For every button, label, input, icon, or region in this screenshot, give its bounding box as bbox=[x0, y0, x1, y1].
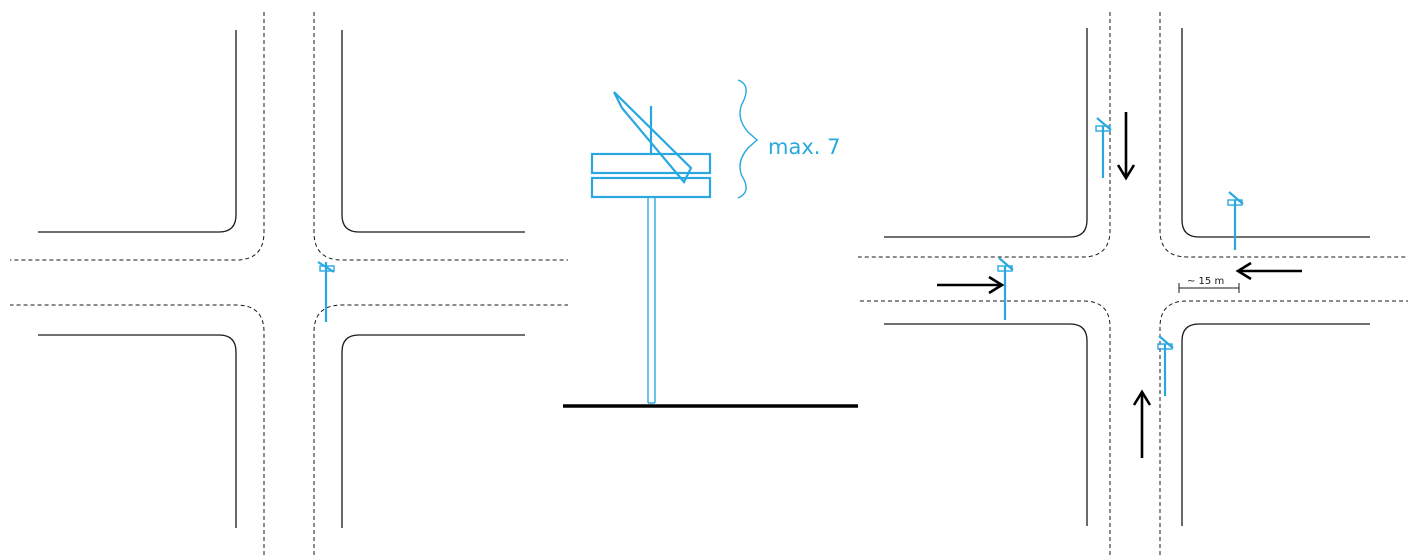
signpost-east-icon bbox=[1227, 191, 1244, 250]
arrow-down-icon bbox=[1116, 112, 1136, 181]
arrow-right-icon bbox=[937, 275, 1005, 295]
direction-sign-angled bbox=[613, 91, 693, 184]
road-edge-se bbox=[341, 334, 525, 528]
lane-line-sw-right bbox=[858, 300, 1111, 555]
road-edge-se-right bbox=[1181, 323, 1370, 526]
signpost-icon bbox=[317, 261, 335, 322]
right-road-edges bbox=[884, 28, 1370, 526]
lane-line-se-right bbox=[1159, 300, 1408, 555]
lane-line-se bbox=[313, 304, 568, 555]
left-lane-markings bbox=[10, 12, 568, 555]
direction-sign-lower bbox=[590, 176, 712, 199]
lane-line-ne bbox=[313, 12, 568, 261]
height-brace bbox=[737, 79, 759, 199]
lane-line-nw-right bbox=[858, 12, 1111, 258]
distance-label: ~ 15 m bbox=[1187, 276, 1224, 287]
lane-line-sw bbox=[10, 304, 265, 555]
lane-line-nw bbox=[10, 12, 265, 261]
road-edge-sw-right bbox=[884, 323, 1088, 526]
right-lane-markings bbox=[858, 12, 1408, 555]
right-intersection: ~ 15 m bbox=[858, 12, 1408, 555]
lane-line-ne-right bbox=[1159, 12, 1408, 258]
signpost-south-icon bbox=[1157, 335, 1174, 396]
arrow-up-icon bbox=[1132, 389, 1152, 458]
left-road-edges bbox=[38, 30, 525, 528]
road-edge-ne bbox=[341, 30, 525, 233]
sign-elevation: max. 7 bbox=[563, 79, 858, 408]
signpost-north-icon bbox=[1095, 117, 1112, 178]
road-edge-ne-right bbox=[1181, 28, 1370, 238]
road-edge-nw-right bbox=[884, 28, 1088, 238]
left-intersection bbox=[10, 12, 568, 555]
direction-sign-upper bbox=[590, 152, 712, 175]
arrow-left-icon bbox=[1235, 261, 1302, 281]
road-edge-sw bbox=[38, 334, 237, 528]
signpost-pole bbox=[647, 196, 656, 404]
road-edge-nw bbox=[38, 30, 237, 233]
distance-dimension: ~ 15 m bbox=[1178, 276, 1240, 293]
signpost-west-icon bbox=[997, 257, 1014, 320]
max-signs-label: max. 7 bbox=[768, 135, 840, 159]
